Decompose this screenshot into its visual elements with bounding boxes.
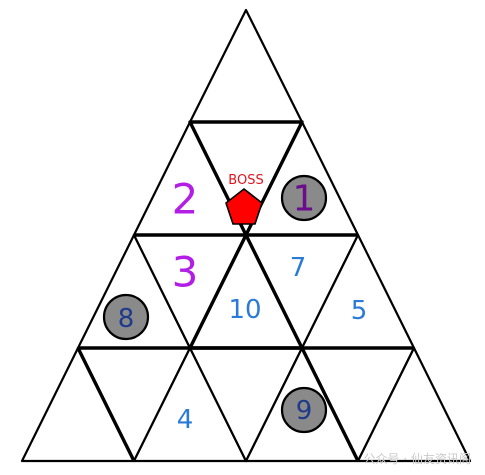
boss-label: BOSS xyxy=(228,173,263,188)
token-circle xyxy=(280,174,328,222)
token-circle xyxy=(280,386,328,434)
cell-number: 5 xyxy=(351,296,368,326)
cell-r1-up[interactable] xyxy=(188,8,304,124)
cell-number: 4 xyxy=(177,405,194,435)
row4-divider-1 xyxy=(76,347,136,462)
token-8[interactable]: 8 xyxy=(102,293,150,341)
boss-pentagon-icon[interactable] xyxy=(225,187,263,225)
cell-number: 10 xyxy=(228,295,261,325)
token-1[interactable]: 1 xyxy=(280,174,328,222)
token-9[interactable]: 9 xyxy=(280,386,328,434)
token-number: 1 xyxy=(293,179,316,220)
cell-number: 2 xyxy=(172,175,199,224)
token-circle xyxy=(102,293,150,341)
row4-divider-2 xyxy=(300,347,360,462)
cell-number: 7 xyxy=(290,253,307,283)
boss-cell-border xyxy=(188,120,304,237)
token-number: 8 xyxy=(118,304,135,334)
cell-number: 3 xyxy=(172,248,199,297)
cell-r4-up-4[interactable] xyxy=(356,346,472,463)
watermark: 公众号 · 仙友资讯阁 xyxy=(363,452,471,466)
token-number: 9 xyxy=(296,396,313,426)
